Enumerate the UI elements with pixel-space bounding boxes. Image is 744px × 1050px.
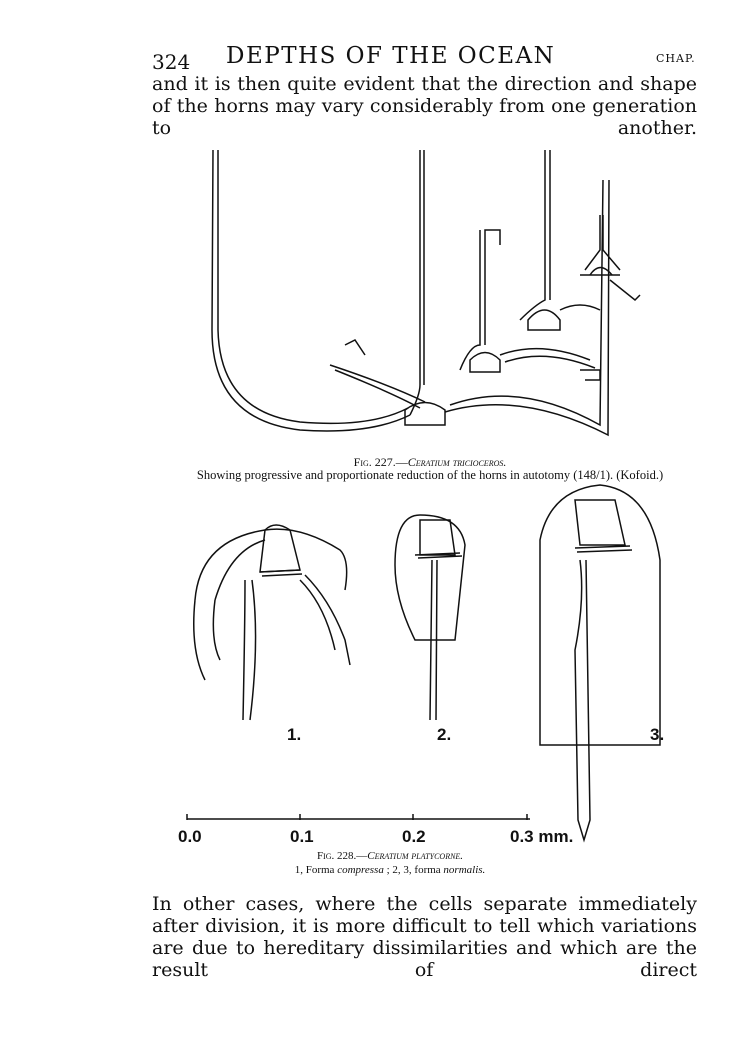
scale-tick-3: 0.3 mm. <box>510 827 574 846</box>
figure-228-illustration <box>193 484 661 843</box>
figure-227-illustration <box>211 149 641 437</box>
figure-227-subcaption: Showing progressive and proportionate re… <box>196 468 664 482</box>
scale-bar <box>186 814 530 820</box>
paragraph-1: and it is then quite evident that the di… <box>152 73 697 139</box>
figure-227-title: Fig. 227.—Ceratium tricioceros. <box>353 455 507 469</box>
scale-tick-0: 0.0 <box>178 827 202 846</box>
specimen-label-1: 1. <box>287 725 302 744</box>
chapter-mark: CHAP. <box>656 52 696 65</box>
scale-tick-2: 0.2 <box>402 827 426 846</box>
specimen-label-3: 3. <box>650 725 665 744</box>
page-number: 324 <box>152 50 191 74</box>
figure-228-subcaption: 1, Forma compressa ; 2, 3, forma normali… <box>294 864 486 876</box>
specimen-label-2: 2. <box>437 725 452 744</box>
scale-tick-1: 0.1 <box>290 827 314 846</box>
running-title: DEPTHS OF THE OCEAN <box>226 43 556 69</box>
paragraph-2: In other cases, where the cells separate… <box>152 893 697 981</box>
figure-228-title: Fig. 228.—Ceratium platycorne. <box>316 850 464 862</box>
